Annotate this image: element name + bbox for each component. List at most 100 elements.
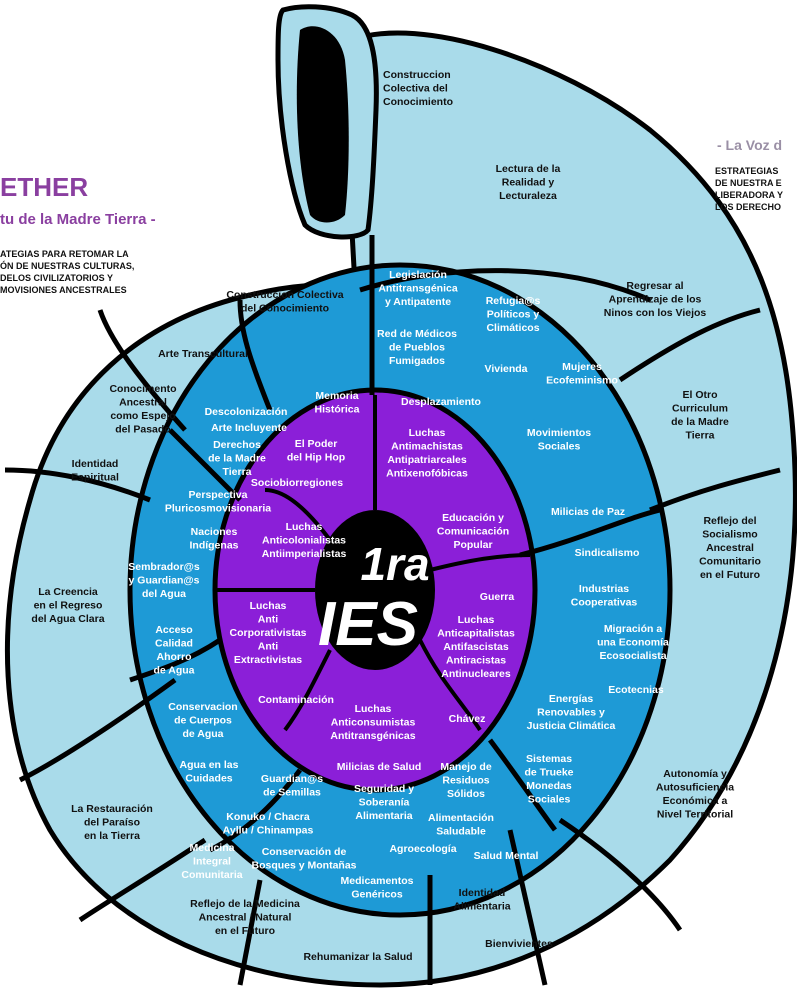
label-antimachistas-line: Luchas: [409, 427, 446, 439]
label-anticorporativistas-line: Anti: [258, 641, 278, 653]
label-otro-curriculum-line: Curriculum: [672, 403, 728, 415]
label-construccion-left-line: del Conocimiento: [241, 303, 329, 315]
label-antimachistas-line: Antimachistas: [391, 441, 463, 453]
label-manejo-residuos-line: Sólidos: [447, 788, 485, 800]
label-agua-cuidades-line: Agua en las: [180, 759, 239, 771]
label-lectura-line: Lectura de la: [496, 163, 561, 175]
right-header-subtitle: - La Voz d: [717, 137, 782, 153]
label-sembradores-line: Sembrador@s: [128, 561, 200, 573]
label-anticolonialistas-line: Anticolonialistas: [262, 535, 346, 547]
label-legislacion-line: Legislación: [389, 269, 447, 281]
label-medicina-integral-line: Integral: [193, 856, 231, 868]
middle-dividers: [129, 270, 661, 853]
label-conservacion-agua-line: de Agua: [182, 728, 223, 740]
label-guardianes-semillas-line: de Semillas: [263, 787, 321, 799]
label-reflejo-socialismo-line: Socialismo: [702, 529, 757, 541]
label-desplazamiento-line: Desplazamiento: [401, 396, 481, 408]
label-mujeres-line: Mujeres: [562, 361, 602, 373]
label-anticorporativistas-line: Anti: [258, 614, 278, 626]
label-regresar-line: Aprendizaje de los: [609, 294, 702, 306]
label-conservacion-agua-line: Conservacion: [168, 701, 237, 713]
label-autonomia-line: Autonomía y: [663, 768, 727, 780]
label-identidad-espiritual-line: Identidad: [72, 458, 119, 470]
label-anticonsumistas-line: Antitransgénicas: [330, 730, 415, 742]
label-anticolonialistas-line: Antiimperialistas: [262, 548, 347, 560]
label-vivienda-line: Vivienda: [485, 363, 528, 375]
label-anticapitalistas-line: Anticapitalistas: [437, 628, 515, 640]
label-construccion-top-line: Colectiva del: [383, 83, 448, 95]
label-red-medicos-line: Red de Médicos: [377, 328, 457, 340]
label-memoria-line: Histórica: [315, 404, 360, 416]
label-educacion-line: Comunicación: [437, 526, 509, 538]
label-industrias-line: Cooperativas: [571, 597, 638, 609]
label-anticorporativistas-line: Extractivistas: [234, 654, 302, 666]
label-agua-cuidades-line: Cuidades: [185, 773, 232, 785]
label-agroecologia: Agroecología: [389, 843, 456, 855]
label-guardianes-semillas-line: Guardian@s: [261, 773, 323, 785]
right-header-line: DE NUESTRA E: [715, 178, 782, 188]
label-reflejo-medicina-line: Ancestral / Natural: [199, 912, 292, 924]
label-perspectiva-line: Perspectiva: [189, 489, 248, 501]
label-identidad-alimentaria-line: Alimentaria: [453, 901, 510, 913]
label-antimachistas: LuchasAntimachistasAntipatriarcalesAntix…: [386, 427, 468, 480]
label-anticonsumistas-line: Anticonsumistas: [331, 717, 416, 729]
right-header-line: LOS DERECHO: [715, 202, 781, 212]
label-konuko-line: Konuko / Chacra: [226, 811, 310, 823]
label-salud-mental: Salud Mental: [474, 850, 539, 862]
left-header-line: MOVISIONES ANCESTRALES: [0, 285, 127, 295]
label-legislacion-line: Antitransgénica: [378, 283, 458, 295]
label-conservacion-bosques-line: Bosques y Montañas: [251, 860, 356, 872]
label-medicamentos-line: Genéricos: [351, 889, 403, 901]
label-poder-hiphop-line: del Hip Hop: [287, 452, 345, 464]
label-sociobiorregiones: Sociobiorregiones: [251, 477, 343, 489]
label-anticapitalistas-line: Antinucleares: [441, 668, 511, 680]
label-construccion-left-line: Construccion Colectiva: [226, 289, 343, 301]
label-sindicalismo: Sindicalismo: [575, 547, 640, 559]
label-acceso-agua-line: Acceso: [155, 624, 192, 636]
label-conocimiento-ancestral-line: del Pasado: [115, 424, 170, 436]
label-conocimiento-ancestral-line: como Espejo: [110, 410, 175, 422]
label-soberania-line: Seguridad y: [354, 783, 414, 795]
label-construccion-top-line: Construccion: [383, 69, 451, 81]
label-migracion-line: Migración a: [604, 623, 663, 635]
label-conservacion-agua-line: de Cuerpos: [174, 715, 232, 727]
label-anticapitalistas: LuchasAnticapitalistasAntifascistasAntir…: [437, 614, 515, 680]
label-descolonizacion: Descolonización: [205, 406, 288, 418]
label-autonomia-line: Nivel Territorial: [657, 809, 733, 821]
label-autonomia-line: Autosuficiencia: [656, 782, 734, 794]
label-restauracion-line: en la Tierra: [84, 830, 140, 842]
inner-dividers: [215, 395, 531, 732]
label-bienvivientes-line: Bienvivientes: [485, 938, 553, 950]
right-header-line: LIBERADORA Y: [715, 190, 783, 200]
label-creencia-line: en el Regreso: [34, 600, 103, 612]
label-ecotecnias-line: Ecotecnias: [608, 684, 664, 696]
label-derechos-line: Derechos: [213, 439, 261, 451]
label-desplazamiento: Desplazamiento: [401, 396, 481, 408]
label-regresar-line: Regresar al: [626, 280, 683, 292]
label-konuko-line: Ayllu / Chinampas: [223, 825, 314, 837]
label-acceso-agua-line: Ahorro: [157, 651, 192, 663]
outer-dividers: [4, 235, 781, 986]
label-anticapitalistas-line: Luchas: [458, 614, 495, 626]
label-refugiados-line: Climáticos: [486, 322, 539, 334]
label-medicina-integral-line: Comunitaria: [181, 869, 242, 881]
